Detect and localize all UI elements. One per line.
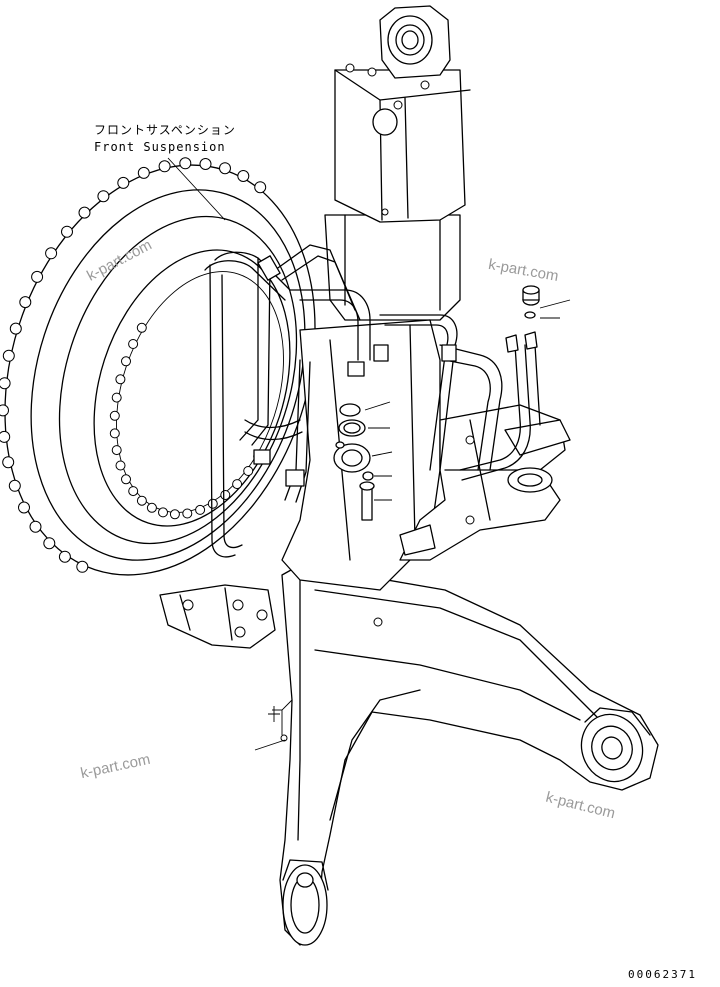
inner-bolt xyxy=(111,445,122,456)
wheel-hub-assembly xyxy=(0,157,316,649)
inner-bolt xyxy=(121,474,131,485)
rim-bolt xyxy=(0,430,11,443)
rim-bolt xyxy=(0,377,11,390)
inner-bolt xyxy=(115,460,126,471)
center-housing xyxy=(281,319,441,591)
inner-bolt xyxy=(243,466,254,476)
rim-bolt xyxy=(8,479,21,492)
inner-bolt xyxy=(109,428,120,439)
rim-bolt xyxy=(254,181,267,194)
rim-bolt xyxy=(58,550,71,563)
hydraulic-tubes xyxy=(204,244,541,558)
rim-bolt xyxy=(76,560,89,573)
rim-bolt xyxy=(61,225,73,238)
figure-number: 00062371 xyxy=(628,968,697,981)
steering-bracket xyxy=(399,404,571,561)
rim-bolt xyxy=(0,404,9,417)
rim-bolt xyxy=(117,176,130,189)
rim-bolt xyxy=(219,162,231,175)
rim-bolt xyxy=(2,349,15,362)
rim-bolt xyxy=(43,537,56,550)
rim-bolt xyxy=(78,206,91,219)
inner-bolt xyxy=(195,504,206,515)
rim-bolt xyxy=(18,501,30,514)
rim-bolt xyxy=(97,190,110,203)
rim-bolt xyxy=(2,456,15,469)
rim-bolt xyxy=(31,270,44,283)
label-front-suspension-jp: フロントサスペンション xyxy=(94,123,236,137)
inner-bolt xyxy=(207,498,218,509)
rim-bolt xyxy=(237,170,250,182)
rim-bolt xyxy=(199,158,212,170)
inner-bolt xyxy=(232,479,243,490)
rim-bolt xyxy=(45,247,58,260)
inner-bolt xyxy=(109,410,120,421)
inner-bolt xyxy=(158,507,168,518)
label-front-suspension-en: Front Suspension xyxy=(94,140,226,154)
lower-arm xyxy=(268,564,659,946)
inner-bolt xyxy=(121,356,131,367)
suspension-cylinder xyxy=(324,5,471,321)
inner-bolt xyxy=(128,486,139,497)
rim-bolt xyxy=(9,322,22,335)
inner-bolt xyxy=(220,490,231,500)
inner-bolt xyxy=(128,339,139,349)
rim-bolt xyxy=(158,160,171,173)
inner-bolt xyxy=(146,502,157,513)
inner-bolt xyxy=(115,374,126,385)
rim-bolt xyxy=(19,296,32,309)
inner-bolt xyxy=(182,508,193,519)
inner-bolt xyxy=(111,392,122,403)
inner-bolt xyxy=(136,495,147,506)
leader-lines xyxy=(167,157,571,751)
rim-bolt xyxy=(137,166,150,179)
rim-bolt xyxy=(29,520,42,533)
inner-bolt xyxy=(136,322,147,333)
inner-bolt xyxy=(169,509,180,520)
rim-bolt xyxy=(179,157,192,170)
